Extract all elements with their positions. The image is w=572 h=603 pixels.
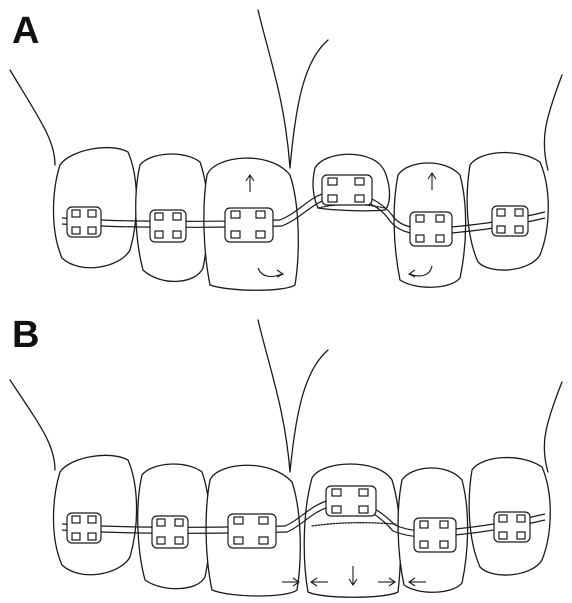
panel-a: A bbox=[0, 0, 572, 300]
bracket-r1 bbox=[322, 175, 372, 205]
bracket-l2 bbox=[152, 516, 188, 548]
bracket-r3 bbox=[492, 206, 528, 236]
frenum bbox=[258, 320, 328, 472]
bracket-l1 bbox=[225, 208, 273, 242]
panel-b: B bbox=[0, 300, 572, 603]
teeth-a bbox=[54, 148, 549, 291]
bracket-l2 bbox=[150, 210, 186, 242]
bracket-r3 bbox=[494, 512, 530, 542]
frenum bbox=[258, 10, 328, 168]
upper-lip-right bbox=[544, 75, 562, 170]
bracket-l1 bbox=[228, 514, 276, 548]
dental-illustration-b bbox=[0, 300, 572, 603]
upper-lip-left bbox=[10, 380, 55, 470]
upper-lip-left bbox=[10, 70, 55, 165]
upper-lip-right bbox=[544, 382, 562, 472]
bracket-r1 bbox=[326, 486, 376, 516]
bracket-r2 bbox=[414, 518, 456, 552]
dental-illustration-a bbox=[0, 0, 572, 300]
tooth-r1 bbox=[304, 464, 400, 597]
bracket-l3 bbox=[67, 513, 101, 543]
bracket-l3 bbox=[67, 207, 101, 237]
bracket-r2 bbox=[410, 212, 452, 246]
